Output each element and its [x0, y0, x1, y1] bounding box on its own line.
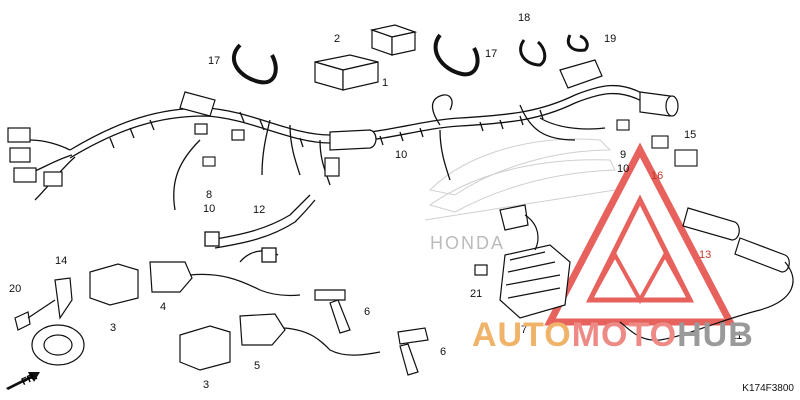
part-label-7: 7 [521, 324, 528, 336]
part-label-3: 3 [110, 322, 117, 334]
left-connectors [7, 123, 340, 187]
part-label-18: 18 [518, 12, 531, 24]
harness-boots [179, 59, 679, 151]
harness-band-17 [232, 33, 480, 85]
part-label-19: 19 [604, 33, 617, 45]
part-label-21: 21 [470, 288, 483, 300]
part-label-6: 6 [364, 306, 371, 318]
part-label-1: 1 [382, 77, 389, 89]
part-label-12: 12 [253, 204, 266, 216]
part-label-13: 13 [699, 249, 712, 261]
part-label-16: 16 [651, 170, 664, 182]
part-label-2: 2 [334, 33, 341, 45]
sub-harness-12 [204, 194, 316, 263]
part-label-4: 4 [160, 301, 167, 313]
part-label-11: 11 [731, 330, 743, 342]
diagram-code: K174F3800 [742, 383, 794, 394]
honda-watermark-text: HONDA [430, 233, 506, 253]
triangle-logo-watermark [544, 142, 736, 326]
watermark-auto: AUTO [472, 316, 572, 354]
part-label-10: 10 [395, 149, 408, 161]
part-label-17: 17 [485, 48, 498, 60]
part-label-10: 10 [617, 163, 630, 175]
part-label-6: 6 [440, 346, 447, 358]
watermark-hub: HUB [677, 316, 754, 354]
small-relays [202, 119, 698, 167]
regulator-rectifier [474, 204, 571, 319]
part-label-8: 8 [206, 189, 213, 201]
ignition-coil-upper [89, 261, 301, 306]
grip-covers [619, 207, 794, 341]
ignition-coil-lower [179, 313, 381, 371]
spark-plug-caps [314, 289, 429, 376]
part-label-20: 20 [9, 283, 22, 295]
harness-band-18-19 [519, 34, 589, 67]
cdi-unit [314, 24, 418, 91]
part-label-9: 9 [620, 149, 627, 161]
part-label-14: 14 [55, 255, 68, 267]
honda-wing-watermark [424, 138, 616, 221]
part-label-3: 3 [203, 379, 210, 391]
part-label-17: 17 [208, 55, 221, 67]
part-label-10: 10 [203, 203, 216, 215]
part-label-5: 5 [254, 360, 261, 372]
watermark-moto: MOTO [571, 316, 678, 354]
horn [14, 277, 85, 366]
part-label-15: 15 [684, 129, 697, 141]
autmotohub-watermark: AUTOMOTOHUB [472, 318, 754, 352]
